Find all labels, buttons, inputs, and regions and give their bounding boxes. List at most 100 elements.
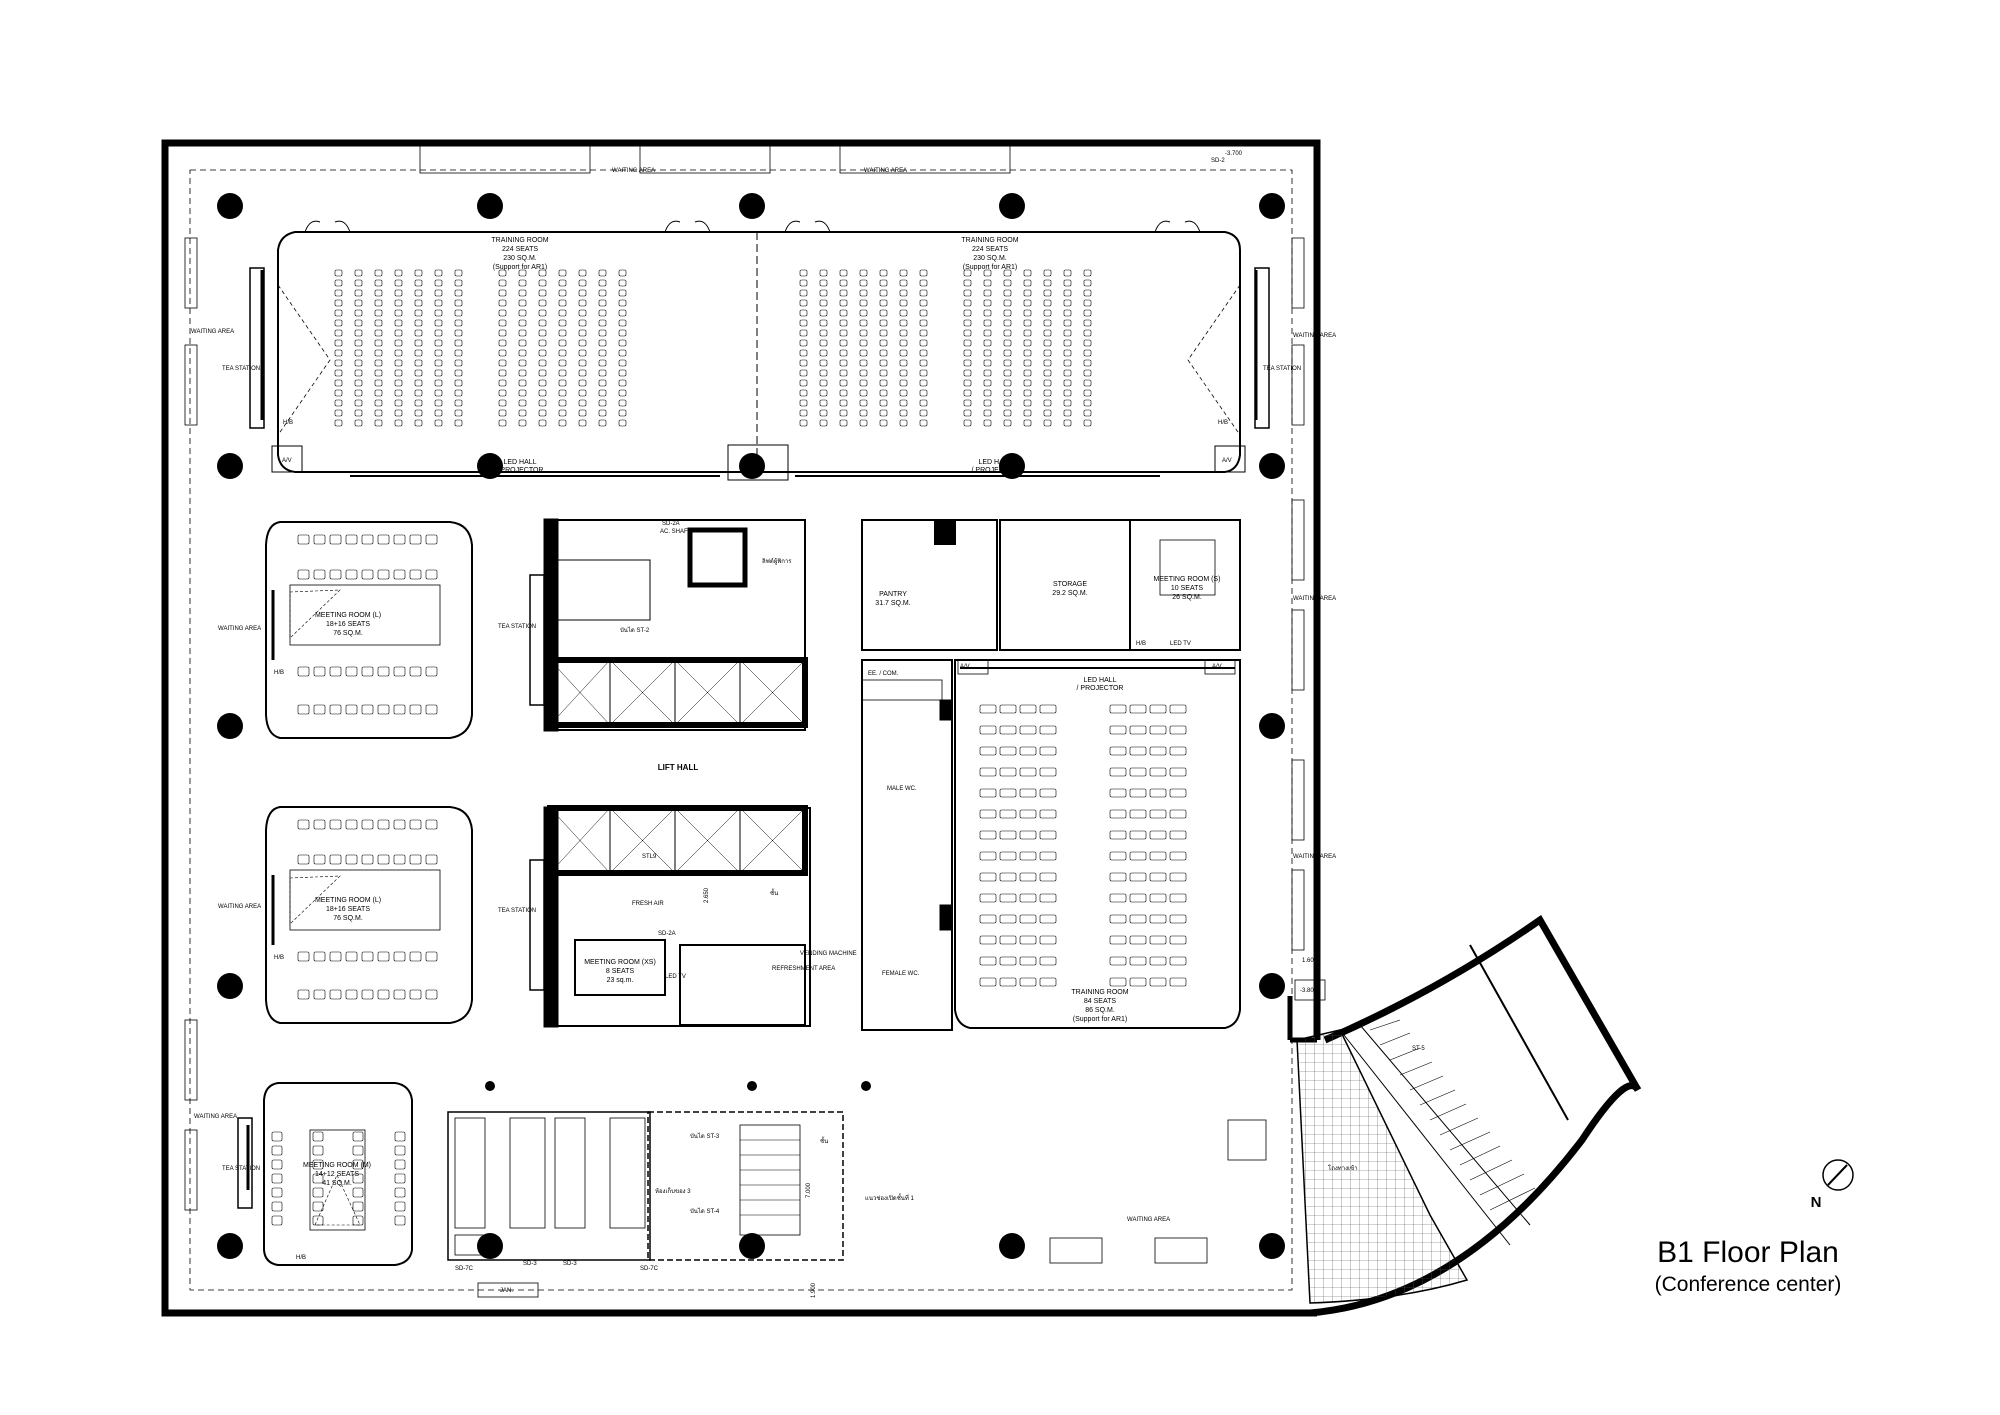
seat [538,289,547,297]
seat [1023,329,1032,337]
seat [859,309,868,317]
dimension-2650: 2.650 [704,887,710,903]
seat [979,704,997,714]
seat [598,399,607,407]
seat [374,369,383,377]
svg-text:18+16 SEATS: 18+16 SEATS [326,906,370,913]
seat [859,319,868,327]
svg-text:WAITING AREA: WAITING AREA [1293,333,1336,339]
seat [799,379,808,387]
seat [345,989,358,1000]
seat [983,279,992,287]
seat [1063,399,1072,407]
seat [434,279,443,287]
seat [919,309,928,317]
seat [394,1131,406,1142]
seat [799,269,808,277]
seat [374,339,383,347]
seat [1019,809,1037,819]
seat [919,269,928,277]
seat [1063,419,1072,427]
seat [352,1173,364,1184]
seat [271,1145,283,1156]
seat [839,319,848,327]
seat [334,289,343,297]
seat [1109,851,1127,861]
seat [1109,788,1127,798]
svg-text:WAITING AREA: WAITING AREA [1127,1217,1170,1223]
seat [879,369,888,377]
seat [312,1201,324,1212]
seat [1003,309,1012,317]
seat [979,767,997,777]
seat [1043,269,1052,277]
seat [374,269,383,277]
seat [983,389,992,397]
seat [859,329,868,337]
seat [361,534,374,545]
seat [558,289,567,297]
seat [979,830,997,840]
training-room-left-label: TRAINING ROOM 224 SEATS 230 SQ.M. (Suppo… [491,237,548,271]
projector-label: / PROJECTOR [1077,685,1124,692]
sd3-label: SD-3 [563,1261,577,1267]
seat [1169,704,1187,714]
svg-text:8 SEATS: 8 SEATS [606,968,635,975]
seat [1149,767,1167,777]
seat [983,399,992,407]
seat [1023,319,1032,327]
seat [819,389,828,397]
st2-label: บันได ST-2 [620,626,650,634]
seat [979,725,997,735]
seat [1129,935,1147,945]
seat [1039,914,1057,924]
seat [374,349,383,357]
seat [1043,409,1052,417]
seat [434,369,443,377]
seat [618,369,627,377]
seat [425,819,438,830]
svg-text:41 SQ.M.: 41 SQ.M. [322,1180,352,1187]
seat [983,319,992,327]
seat [1043,319,1052,327]
seat [1043,279,1052,287]
svg-text:84 SEATS: 84 SEATS [1084,998,1116,1005]
seat [799,349,808,357]
tea-station-labels: TEA STATION TEA STATION TEA STATION TEA … [222,366,1301,1172]
seat [983,289,992,297]
seat [1129,851,1147,861]
seat [919,349,928,357]
seat [374,399,383,407]
seat [558,319,567,327]
seat [879,419,888,427]
seat [558,369,567,377]
seat [297,854,310,865]
training-room-small-label: TRAINING ROOM 84 SEATS 86 SQ.M. (Support… [1071,989,1128,1023]
seat [334,299,343,307]
seat [312,1159,324,1170]
seat [498,329,507,337]
seat [394,1173,406,1184]
seat [345,569,358,580]
seat [979,746,997,756]
seat [899,359,908,367]
seat [1023,289,1032,297]
seat [919,339,928,347]
seat [919,319,928,327]
led-tv-label: LED TV [1170,641,1191,647]
svg-text:26 SQ.M.: 26 SQ.M. [1172,594,1202,601]
seat [598,419,607,427]
seat [839,279,848,287]
seat [839,419,848,427]
seat [618,389,627,397]
seat [374,419,383,427]
seat [498,319,507,327]
seat [409,534,422,545]
seat [899,409,908,417]
seat [1149,977,1167,987]
svg-text:10 SEATS: 10 SEATS [1171,585,1203,592]
seat [899,299,908,307]
seat [313,854,326,865]
seat [1063,349,1072,357]
